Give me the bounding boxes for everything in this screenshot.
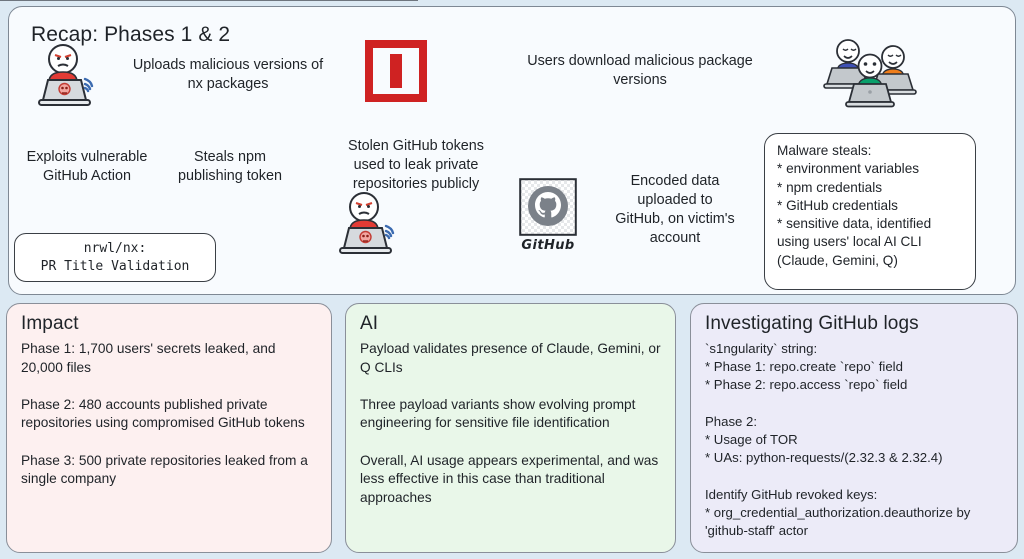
- hacker1-icon: [33, 42, 111, 114]
- label-steals-npm-token: Steals npm publishing token: [177, 149, 282, 184]
- nx-logo-icon: [365, 40, 427, 102]
- impact-panel-title: Impact: [21, 313, 79, 334]
- nrwl-nx-repo-box: nrwl/nx: PR Title Validation: [14, 233, 216, 282]
- label-stolen-github-tokens: Stolen GitHub tokens used to leak privat…: [348, 138, 484, 192]
- repo-box-line2: PR Title Validation: [40, 258, 190, 274]
- logs-panel-title: Investigating GitHub logs: [705, 313, 919, 334]
- recap-panel-title: Recap: Phases 1 & 2: [31, 23, 231, 46]
- ai-panel-title: AI: [360, 313, 379, 334]
- github-icon: [519, 178, 577, 236]
- impact-panel-body: Phase 1: 1,700 users' secrets leaked, an…: [21, 341, 308, 487]
- ai-panel-body: Payload validates presence of Claude, Ge…: [360, 341, 661, 505]
- label-exploits-vulnerable-action: Exploits vulnerable GitHub Action: [26, 149, 148, 184]
- users-group-icon: [818, 38, 922, 116]
- repo-box-line1: nrwl/nx:: [83, 240, 147, 256]
- investigating-github-logs-panel: Investigating GitHub logs `s1ngularity` …: [690, 303, 1018, 553]
- ai-panel: AI Payload validates presence of Claude,…: [345, 303, 676, 553]
- malware-steals-callout: Malware steals: * environment variables …: [764, 133, 976, 290]
- malware-steals-text: Malware steals: * environment variables …: [777, 143, 932, 268]
- label-encoded-data-uploaded: Encoded data uploaded to GitHub, on vict…: [615, 173, 735, 246]
- logs-panel-body: `s1ngularity` string: * Phase 1: repo.cr…: [705, 341, 971, 539]
- hacker2-icon: [334, 190, 408, 260]
- label-uploads-malicious-versions: Uploads malicious versions of nx package…: [132, 57, 324, 92]
- label-users-download: Users download malicious package version…: [527, 53, 753, 88]
- github-node-label: GitHub: [521, 238, 575, 253]
- impact-panel: Impact Phase 1: 1,700 users' secrets lea…: [6, 303, 332, 553]
